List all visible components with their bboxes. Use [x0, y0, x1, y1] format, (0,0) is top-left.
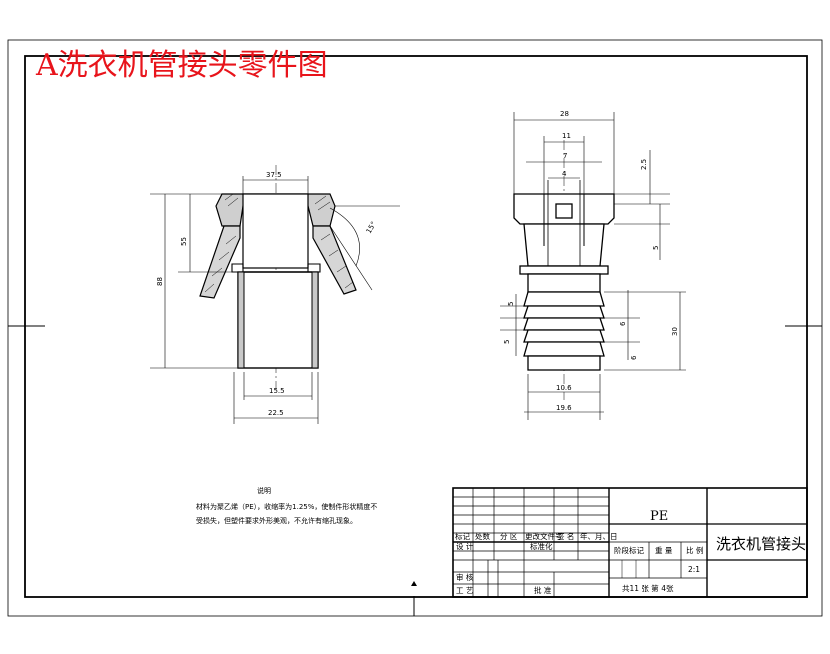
dim-88: 88: [156, 277, 164, 286]
label-design: 设 计: [456, 541, 474, 551]
dim-5-left-b: 5: [503, 340, 511, 344]
label-weight: 重 量: [655, 546, 673, 555]
dim-7: 7: [563, 152, 567, 160]
notes-line-2: 受损失，但塑件要求外形美观，不允许有缩孔现象。: [196, 516, 357, 525]
outer-border: [7, 39, 823, 617]
row-label-mark: 标记: [455, 531, 470, 541]
dim-4: 4: [562, 170, 567, 178]
left-section-view: [150, 165, 400, 424]
sheet-count: 共11 张 第 4张: [622, 583, 674, 593]
label-approve: 批 准: [534, 585, 552, 595]
row-label-count: 处数: [475, 531, 490, 541]
centering-marks: [8, 325, 822, 616]
dim-6-right-b: 6: [630, 355, 638, 360]
dim-55: 55: [180, 237, 188, 246]
notes-line-1: 材料为聚乙烯（PE），收缩率为1.25%，使制件形状精度不: [196, 502, 377, 511]
dim-30: 30: [671, 327, 679, 336]
part-name: 洗衣机管接头: [716, 535, 806, 553]
dim-5-right: 5: [652, 246, 660, 250]
dim-22-5: 22.5: [268, 409, 284, 417]
row-label-zone: 分 区: [500, 532, 518, 541]
right-elevation-view: [500, 112, 686, 420]
scale-value: 2:1: [688, 565, 700, 574]
dim-2-5: 2.5: [640, 159, 648, 170]
label-scale: 比 例: [686, 545, 703, 555]
dim-28: 28: [560, 110, 569, 118]
material-value: PE: [650, 509, 668, 524]
orientation-mark: [411, 581, 417, 586]
drawing-title: A洗衣机管接头零件图: [35, 48, 328, 83]
row-label-date: 年、月、日: [580, 531, 618, 541]
label-check: 审 核: [456, 572, 474, 582]
dim-6-right-a: 6: [619, 321, 627, 326]
row-label-doc: 更改文件号: [525, 531, 563, 541]
dim-angle-15: 15°: [365, 220, 378, 235]
title-block: [452, 487, 808, 598]
inner-frame: [24, 55, 808, 598]
dim-15-5: 15.5: [269, 387, 285, 395]
notes-heading: 说明: [257, 486, 271, 495]
label-standardize: 标准化: [530, 541, 553, 551]
dim-5-left-a: 5: [507, 302, 515, 306]
row-label-sign: 签 名: [557, 531, 574, 541]
label-stage: 阶段标记: [614, 545, 644, 555]
dim-11: 11: [562, 132, 571, 140]
label-process: 工 艺: [456, 586, 473, 595]
dim-top-37-5: 37.5: [266, 171, 282, 179]
dim-10-6: 10.6: [556, 384, 572, 392]
dim-19-6: 19.6: [556, 404, 572, 412]
